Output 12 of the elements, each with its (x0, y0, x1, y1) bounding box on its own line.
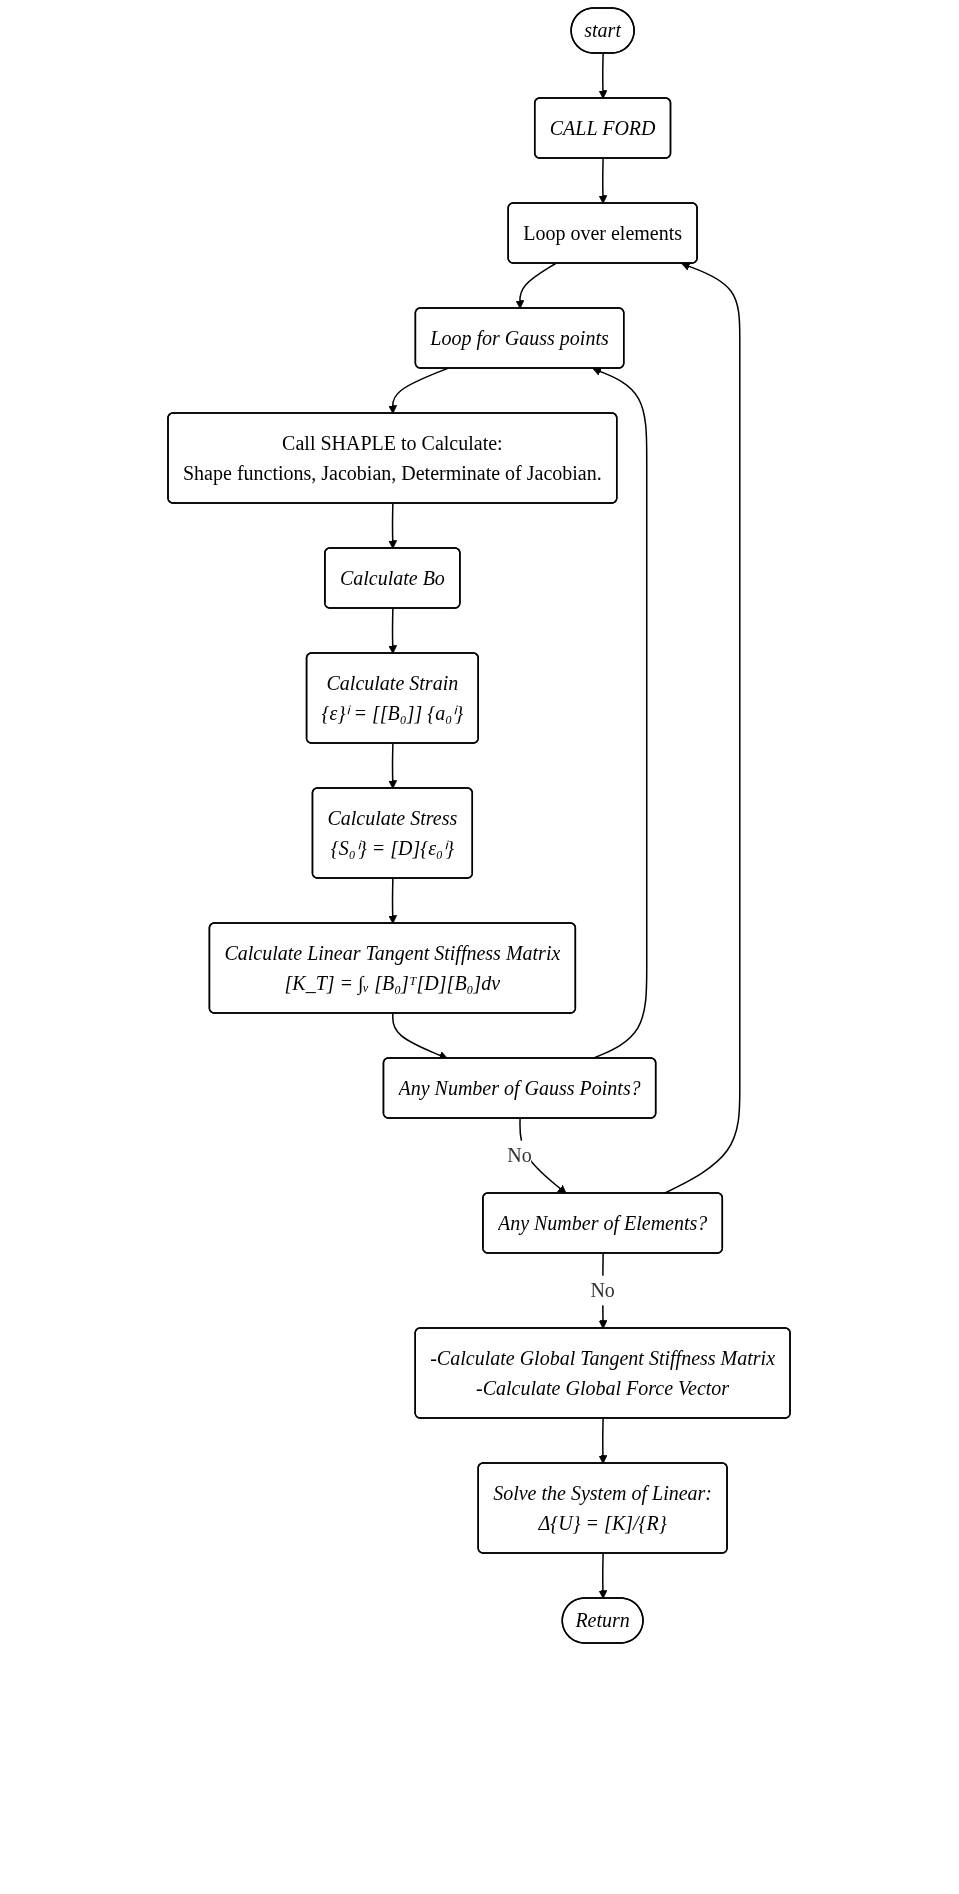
arrow (388, 367, 449, 414)
arrow (388, 742, 398, 789)
arrow (599, 1552, 608, 1599)
arrow (388, 877, 398, 924)
arrow (599, 52, 608, 99)
arrow (515, 262, 557, 309)
edge-label: No (590, 1279, 616, 1302)
arrow (599, 1417, 608, 1464)
arrow (388, 607, 398, 654)
edge-label: No (507, 1144, 533, 1167)
arrow (388, 502, 398, 549)
arrow (599, 157, 608, 204)
